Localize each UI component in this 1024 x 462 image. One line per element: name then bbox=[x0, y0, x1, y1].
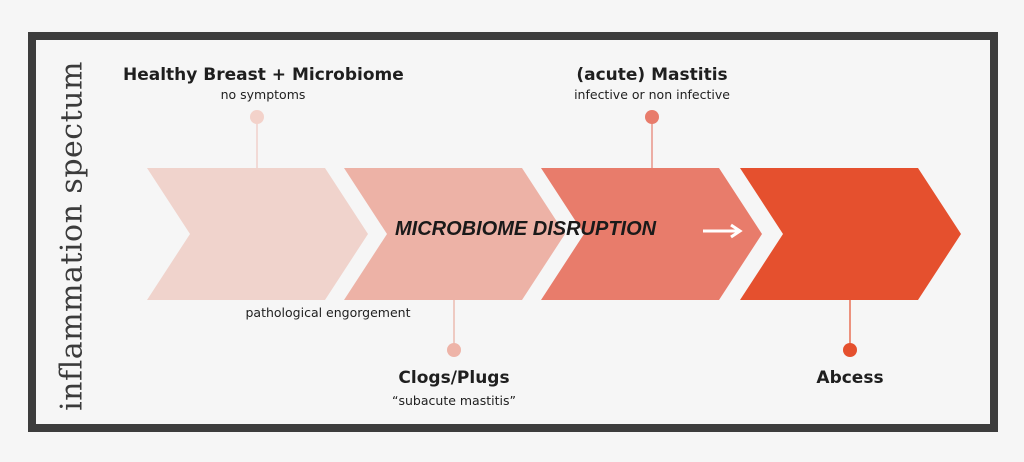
stage-3-subtitle: infective or non infective bbox=[574, 87, 730, 102]
stage-1-subtitle: no symptoms bbox=[220, 87, 306, 102]
stage-2-subtitle: “subacute mastitis” bbox=[392, 393, 516, 408]
connector-dot-2 bbox=[447, 343, 461, 357]
stage-1-title: Healthy Breast + Microbiome bbox=[123, 65, 404, 85]
middle-note: pathological engorgement bbox=[245, 305, 411, 320]
chevron-stage-4 bbox=[740, 168, 961, 300]
stage-4-title: Abcess bbox=[816, 368, 884, 388]
chevron-stage-1 bbox=[147, 168, 368, 300]
connector-dot-4 bbox=[843, 343, 857, 357]
stage-2-title: Clogs/Plugs bbox=[398, 368, 510, 388]
center-label: MICROBIOME DISRUPTION bbox=[395, 218, 657, 240]
stage-3-title: (acute) Mastitis bbox=[576, 65, 728, 85]
connector-dot-1 bbox=[250, 110, 264, 124]
chevron-stage-3 bbox=[541, 168, 762, 300]
connector-dot-3 bbox=[645, 110, 659, 124]
right-arrow-icon bbox=[703, 223, 743, 239]
chevron-stage-2 bbox=[344, 168, 565, 300]
